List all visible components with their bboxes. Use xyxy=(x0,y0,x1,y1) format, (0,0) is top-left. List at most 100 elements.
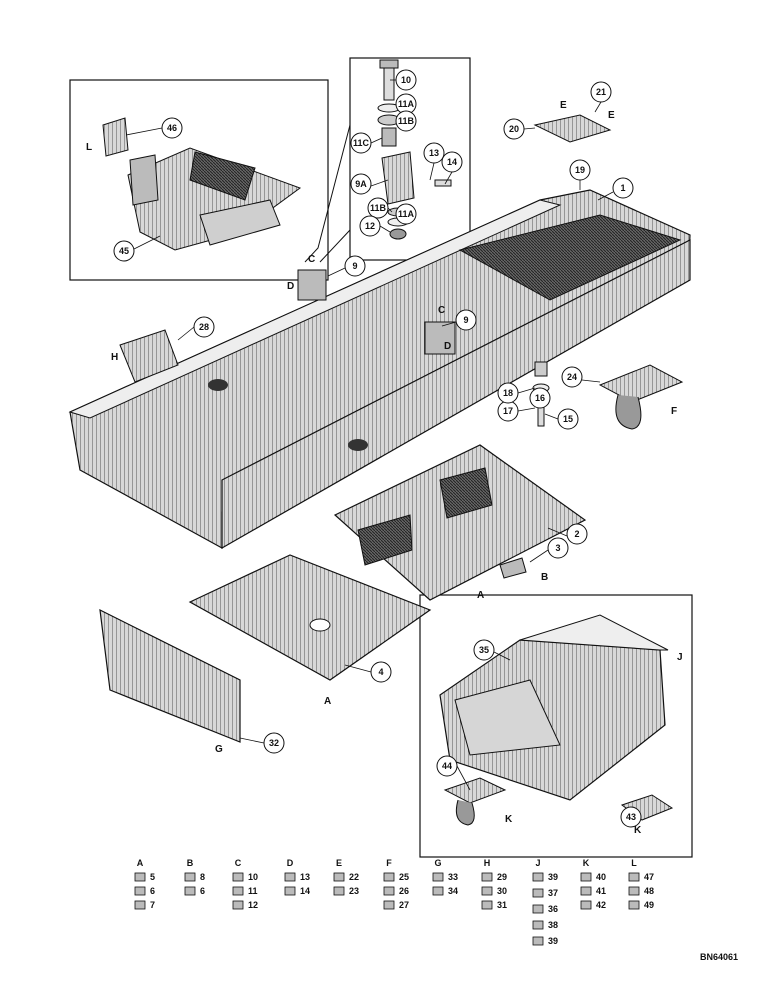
hardware-group-B: B86 xyxy=(184,858,205,896)
hardware-part-icon xyxy=(481,900,493,910)
callout-2: 2 xyxy=(566,523,588,545)
pad-28 xyxy=(119,329,179,383)
hardware-part-number: 41 xyxy=(596,886,606,896)
callout-label: 19 xyxy=(575,165,585,175)
hardware-part-icon xyxy=(628,886,640,896)
hardware-part-icon xyxy=(232,872,244,882)
hardware-part-icon xyxy=(628,900,640,910)
hardware-part-number: 38 xyxy=(548,920,558,930)
callout-label: 24 xyxy=(567,372,577,382)
callout-11C: 11C xyxy=(350,132,372,154)
hardware-part-number: 29 xyxy=(497,872,507,882)
callout-label: 14 xyxy=(447,157,457,167)
hardware-group-letter: K xyxy=(583,858,590,868)
hardware-group-letter: H xyxy=(484,858,491,868)
callout-label: 11B xyxy=(398,116,415,126)
callout-label: 9A xyxy=(355,179,367,189)
callout-12: 12 xyxy=(359,215,381,237)
callout-11B: 11B xyxy=(395,110,417,132)
callout-28: 28 xyxy=(193,316,215,338)
hardware-part-number: 48 xyxy=(644,886,654,896)
letter-label-L: L xyxy=(86,142,92,153)
hardware-part-number: 6 xyxy=(200,886,205,896)
hardware-part-icon xyxy=(532,904,544,914)
hardware-part-number: 6 xyxy=(150,886,155,896)
hardware-part-icon xyxy=(383,886,395,896)
callout-45: 45 xyxy=(113,240,135,262)
callout-15: 15 xyxy=(557,408,579,430)
callout-20: 20 xyxy=(503,118,525,140)
callout-label: 28 xyxy=(199,322,209,332)
hardware-group-letter: J xyxy=(535,858,540,868)
callout-43: 43 xyxy=(620,806,642,828)
letter-label-K: K xyxy=(634,825,642,836)
hardware-part-icon xyxy=(333,886,345,896)
hardware-part-icon xyxy=(134,872,146,882)
caster-24 xyxy=(598,364,684,430)
hardware-part-icon xyxy=(432,872,444,882)
hardware-part-icon xyxy=(383,872,395,882)
letter-label-J: J xyxy=(677,652,683,663)
seat-clip xyxy=(102,117,129,157)
hardware-group-letter: F xyxy=(386,858,392,868)
callout-9: 9 xyxy=(455,309,477,331)
callout-label: 45 xyxy=(119,246,129,256)
hardware-part-icon xyxy=(333,872,345,882)
letter-label-H: H xyxy=(111,352,118,363)
letter-label-E: E xyxy=(560,100,567,111)
hardware-part-number: 30 xyxy=(497,886,507,896)
hardware-part-number: 8 xyxy=(200,872,205,882)
callout-label: 11C xyxy=(353,138,370,148)
bracket-9-lower xyxy=(424,321,456,355)
hardware-part-number: 49 xyxy=(644,900,654,910)
hardware-part-icon xyxy=(184,886,196,896)
callout-21: 21 xyxy=(590,81,612,103)
hardware-part-icon xyxy=(532,888,544,898)
inset-seat-frame xyxy=(69,79,329,281)
hardware-part-number: 33 xyxy=(448,872,458,882)
callout-32: 32 xyxy=(263,732,285,754)
letter-label-D: D xyxy=(287,281,294,292)
callout-label: 1 xyxy=(620,183,625,193)
hardware-group-letter: E xyxy=(336,858,342,868)
drawing-code: BN64061 xyxy=(700,952,739,962)
hardware-group-letter: L xyxy=(631,858,637,868)
hardware-part-number: 13 xyxy=(300,872,310,882)
callout-16: 16 xyxy=(529,387,551,409)
bracket-9-upper xyxy=(297,269,327,301)
callout-label: 21 xyxy=(596,87,606,97)
letter-label-A: A xyxy=(324,696,331,707)
callout-label: 11A xyxy=(398,99,415,109)
callout-label: 2 xyxy=(574,529,579,539)
callout-35: 35 xyxy=(473,639,495,661)
callout-label: 9 xyxy=(352,261,357,271)
hardware-group-L: L 47 48 49 xyxy=(628,858,654,910)
callout-label: 11A xyxy=(398,209,415,219)
tank-35 xyxy=(439,614,669,801)
hardware-part-number: 47 xyxy=(644,872,654,882)
callout-label: 13 xyxy=(429,148,439,158)
callout-24: 24 xyxy=(561,366,583,388)
callout-3: 3 xyxy=(547,537,569,559)
callout-18: 18 xyxy=(497,382,519,404)
hardware-part-number: 25 xyxy=(399,872,409,882)
hardware-part-number: 7 xyxy=(150,900,155,910)
callout-label: 44 xyxy=(442,761,452,771)
main-frame xyxy=(68,189,691,550)
callout-label: 9 xyxy=(463,315,468,325)
hardware-part-number: 27 xyxy=(399,900,409,910)
letter-label-B: B xyxy=(541,572,548,583)
letter-label-E: E xyxy=(608,110,615,121)
callout-4: 4 xyxy=(370,661,392,683)
hardware-part-number: 11 xyxy=(248,886,258,896)
callout-9: 9 xyxy=(344,255,366,277)
callout-label: 35 xyxy=(479,645,489,655)
inset-tank-frame xyxy=(419,594,693,858)
